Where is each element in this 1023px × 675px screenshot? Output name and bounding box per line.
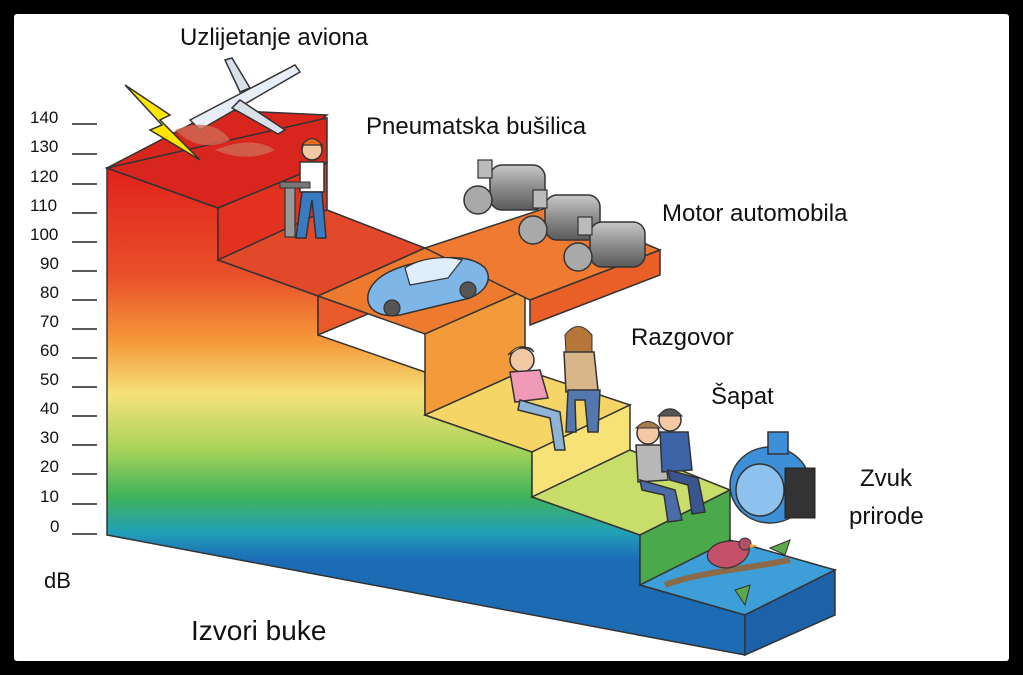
talking-people-icon <box>507 326 601 451</box>
engine-icons <box>463 159 646 272</box>
axis-tick-label: 80 <box>40 283 59 302</box>
engine-icon <box>563 216 646 272</box>
source-label-car-engine: Motor automobila <box>662 200 848 227</box>
axis-tick-label: 100 <box>30 225 59 244</box>
car-icon <box>367 256 489 317</box>
source-label-nature-line1: Zvuk <box>860 465 913 492</box>
axis-tick-label: 140 <box>30 108 59 127</box>
jackhammer-worker-icon <box>279 137 327 239</box>
engine-icon <box>463 159 546 215</box>
source-label-whisper: Šapat <box>711 383 774 410</box>
source-label-airplane: Uzlijetanje aviona <box>180 24 369 51</box>
axis-tick-label: 120 <box>30 167 59 186</box>
source-label-conversation: Razgovor <box>631 324 734 351</box>
axis-tick-label: 30 <box>40 428 59 447</box>
lightning-icon <box>124 84 201 161</box>
source-label-jackhammer: Pneumatska bušilica <box>366 113 587 140</box>
axis-tick-label: 110 <box>30 196 58 215</box>
axis-unit-label: dB <box>44 568 71 593</box>
axis-tick-label: 40 <box>40 399 59 418</box>
axis-tick-label: 10 <box>40 487 59 506</box>
db-axis <box>72 123 97 535</box>
bird-on-branch-icon <box>663 537 791 607</box>
axis-tick-label: 90 <box>40 254 59 273</box>
axis-tick-label: 70 <box>40 312 59 331</box>
diagram-title: Izvori buke <box>191 615 327 646</box>
appliance-icon <box>729 431 816 524</box>
axis-tick-label: 50 <box>40 370 59 389</box>
step-side-6 <box>744 568 836 657</box>
whispering-kids-icon <box>634 408 706 523</box>
axis-tick-label: 60 <box>40 341 59 360</box>
source-label-nature-line2: prirode <box>849 503 924 530</box>
axis-tick-label: 130 <box>30 137 59 156</box>
airplane-icon <box>175 57 302 157</box>
axis-tick-label: 0 <box>50 517 60 536</box>
axis-tick-label: 20 <box>40 457 59 476</box>
